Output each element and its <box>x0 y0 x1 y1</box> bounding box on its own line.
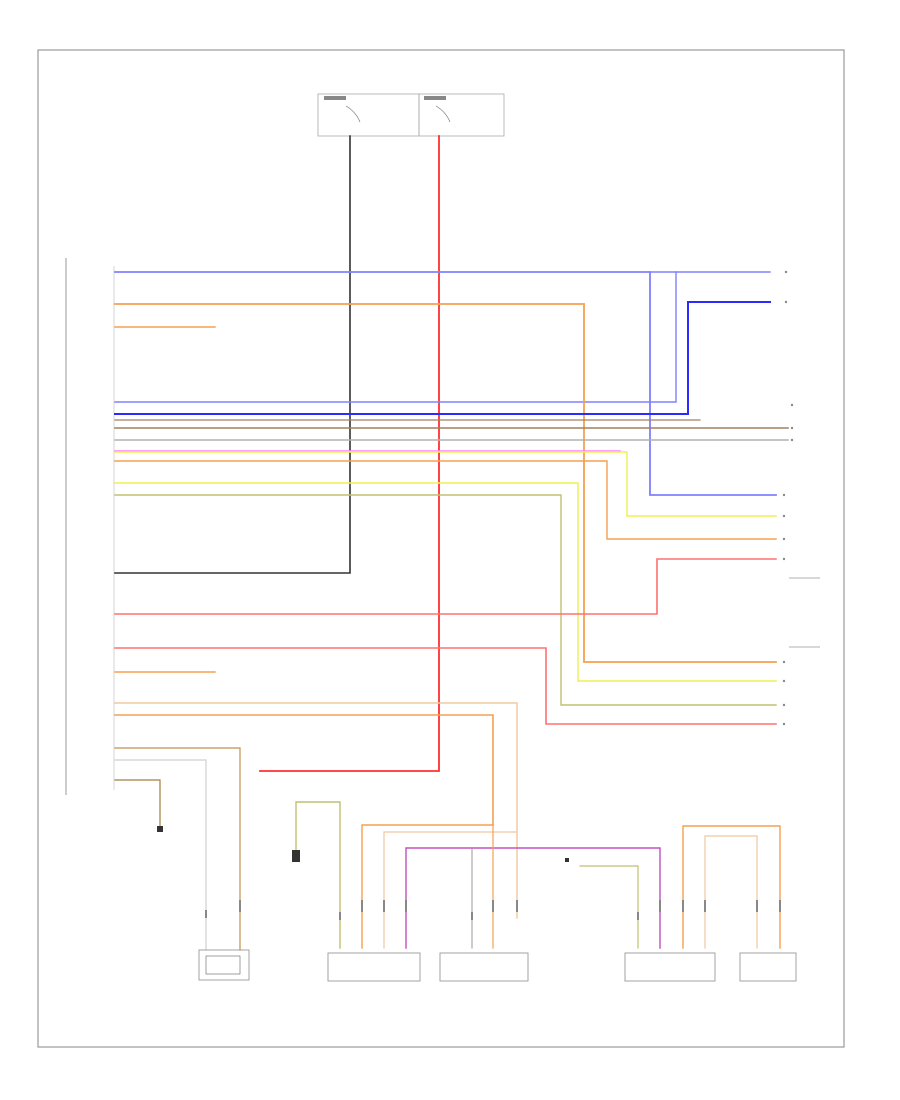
wire-bus-orange-2 <box>383 831 518 949</box>
pin-markers <box>205 900 781 920</box>
wire-yellow-2 <box>114 482 777 682</box>
wire-violet-1 <box>114 271 777 496</box>
wire-bus-olive <box>579 865 639 949</box>
left-box <box>198 949 250 981</box>
component-box-4 <box>739 952 797 982</box>
wire-bus-purple <box>405 847 661 949</box>
wire-red-3 <box>114 647 777 725</box>
wire-orange-1 <box>114 303 777 663</box>
component-box-2 <box>439 952 529 982</box>
diagram-frame <box>37 49 845 1048</box>
wires <box>114 135 789 951</box>
wire-olive-1 <box>114 494 777 706</box>
wire-red-feed <box>259 135 440 772</box>
wire-tan-1 <box>114 702 518 919</box>
wire-blue-1 <box>114 301 771 415</box>
right-terminals <box>782 270 794 726</box>
ground-center <box>565 858 569 862</box>
wire-violet-2 <box>114 271 677 403</box>
wire-white-1 <box>114 759 207 951</box>
fuse-box <box>317 93 505 137</box>
wire-black-feed <box>114 135 351 574</box>
wire-bus-orange-1 <box>361 824 494 949</box>
wire-ground-mid <box>295 801 341 949</box>
wire-red-2 <box>114 558 777 615</box>
component-box-3 <box>624 952 716 982</box>
wire-right-orange-1 <box>682 825 781 949</box>
wire-orange-2 <box>114 460 777 540</box>
wire-brown-3 <box>114 747 241 951</box>
wire-orange-3 <box>114 714 494 826</box>
wire-yellow-1 <box>114 451 777 517</box>
component-box-1 <box>327 952 421 982</box>
main-module-connector <box>65 258 115 795</box>
wire-right-orange-2 <box>704 835 758 949</box>
ground-left <box>157 826 163 832</box>
ground-mid <box>292 850 300 862</box>
wire-olive-2 <box>114 779 161 827</box>
